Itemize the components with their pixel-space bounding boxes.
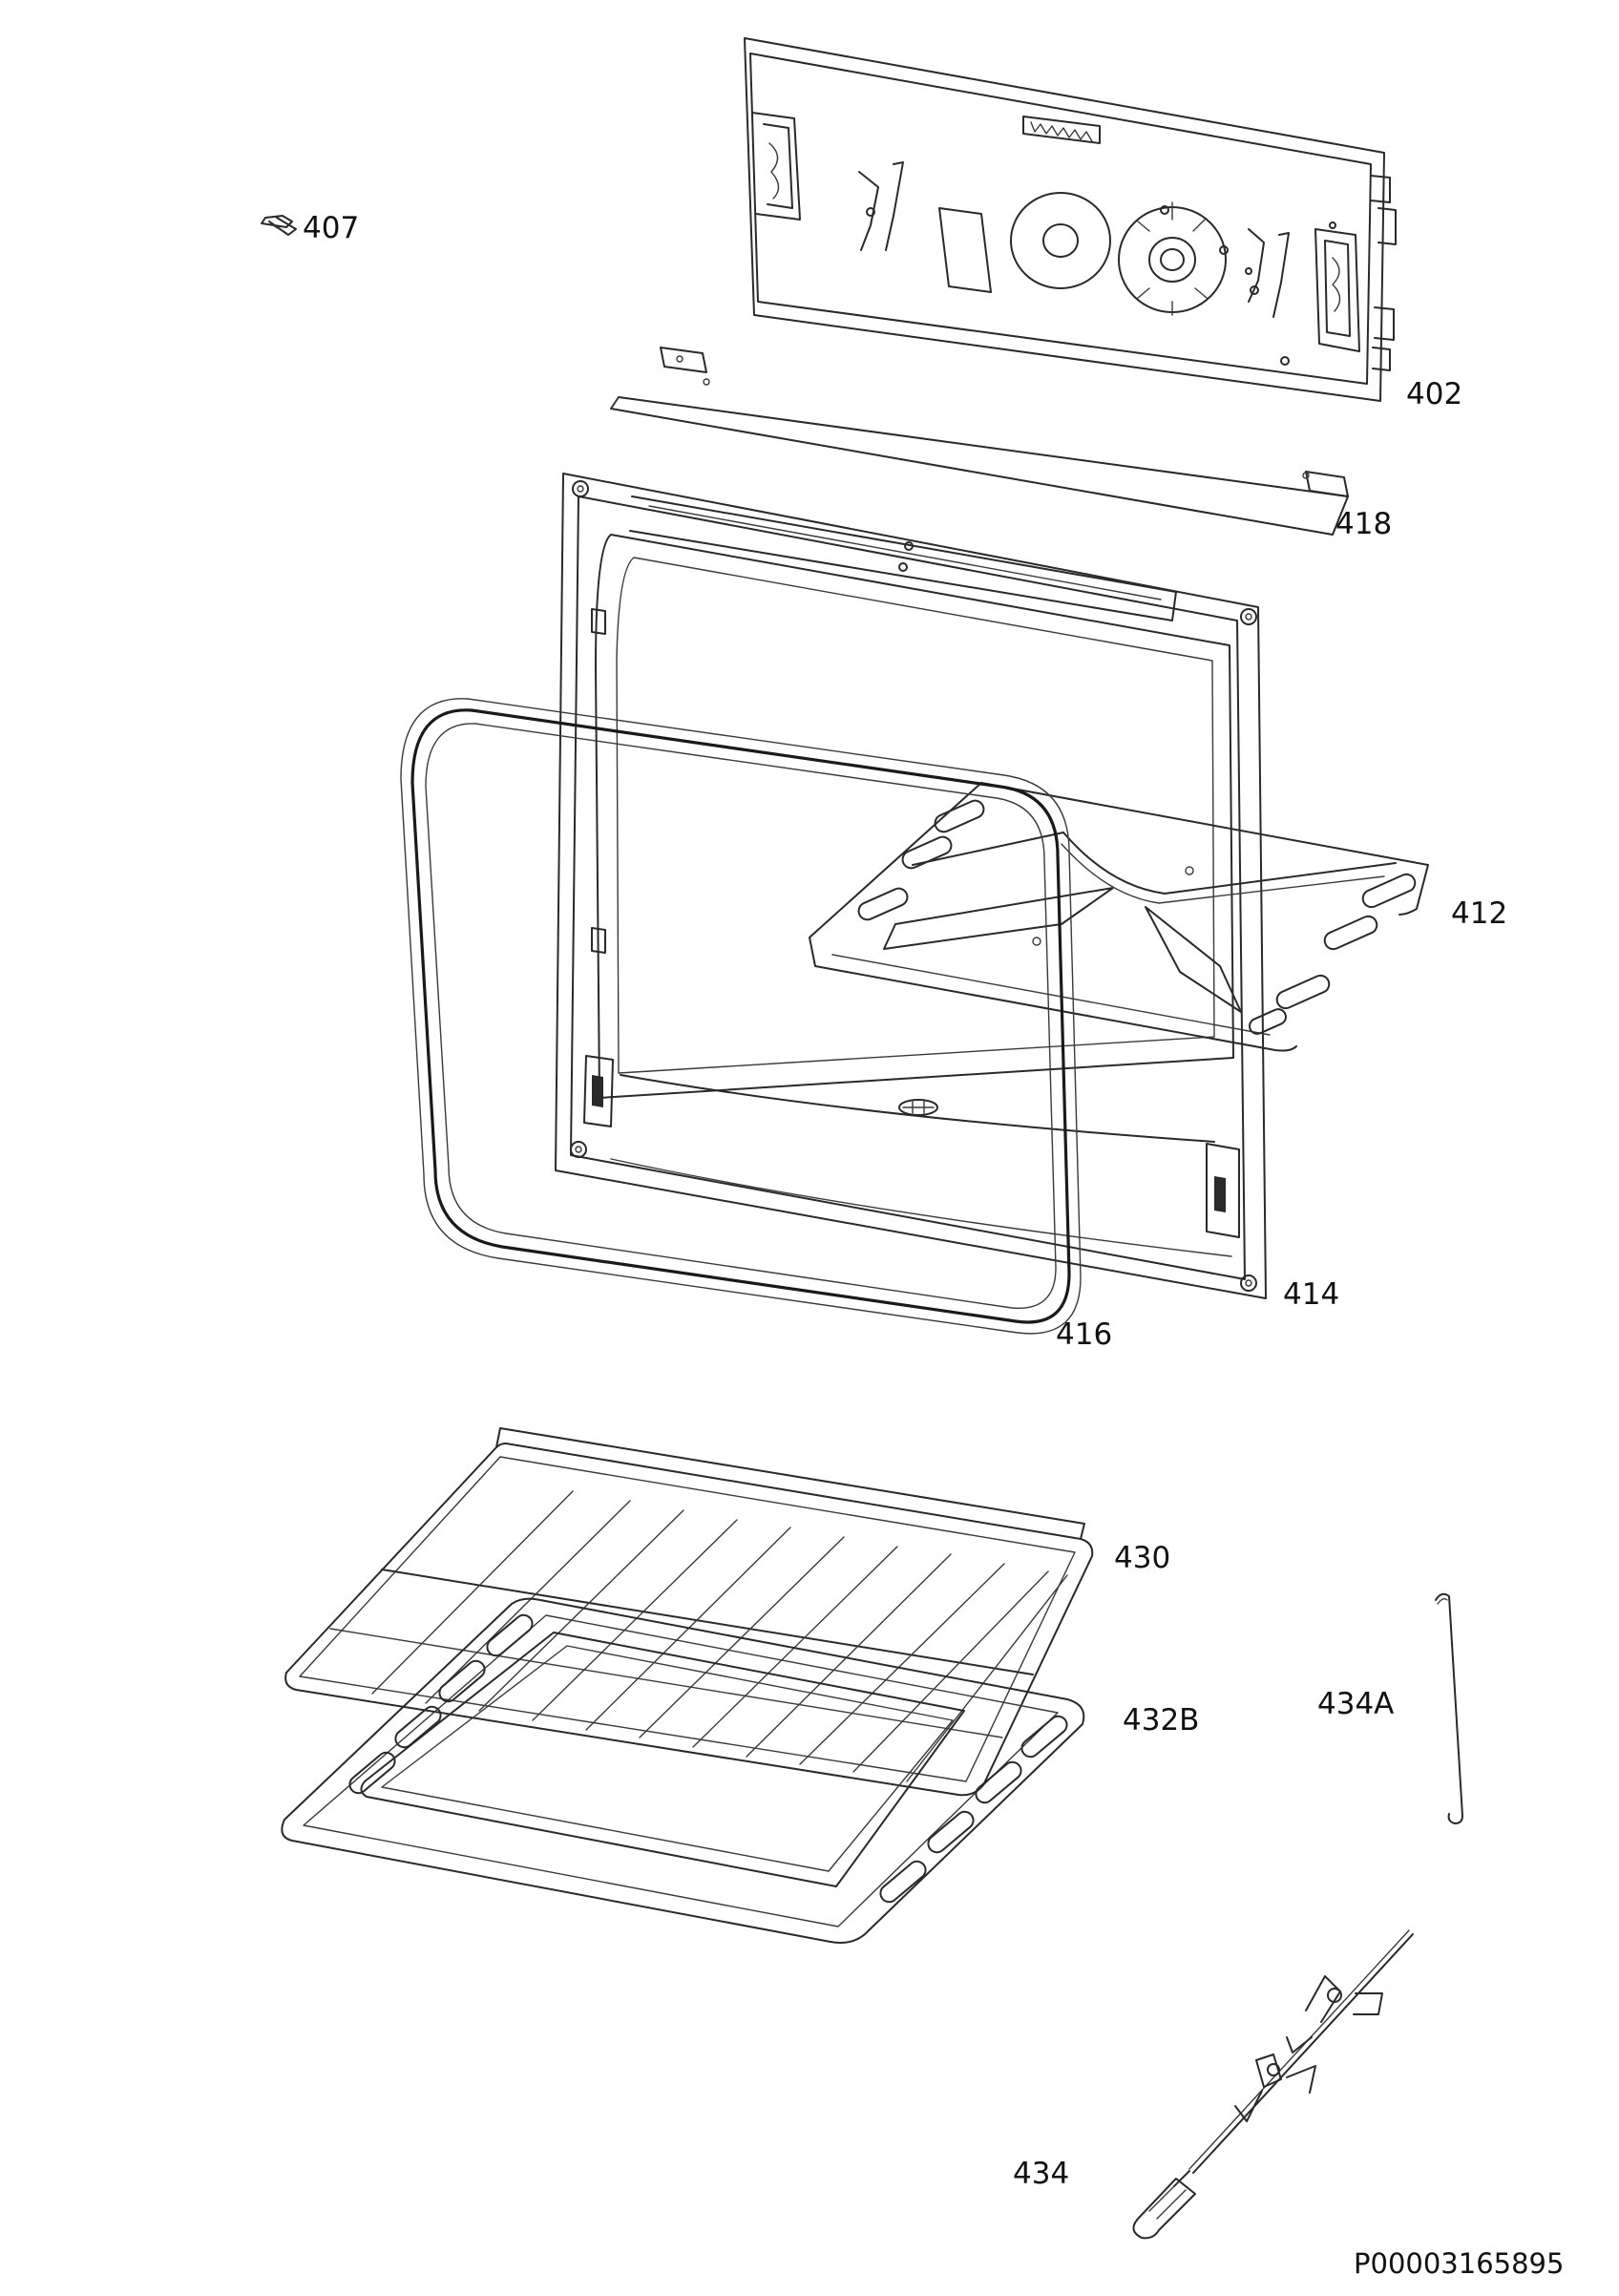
part-430-wire-shelf — [284, 1427, 1094, 1797]
label-434: 434 — [1013, 2157, 1070, 2191]
label-434A: 434A — [1317, 1687, 1395, 1721]
part-434-rotisserie-spit — [1132, 1929, 1414, 2240]
part-414-cavity-frame — [555, 473, 1267, 1299]
label-430: 430 — [1114, 1541, 1171, 1575]
label-414: 414 — [1283, 1277, 1340, 1312]
label-402: 402 — [1406, 377, 1463, 411]
part-418-deflector — [610, 347, 1349, 536]
label-416: 416 — [1056, 1317, 1113, 1352]
label-418: 418 — [1335, 507, 1393, 541]
part-402-rear-panel — [744, 37, 1397, 402]
document-id: P00003165895 — [1354, 2247, 1565, 2280]
label-407: 407 — [303, 211, 360, 245]
part-412-bottom-plate — [809, 782, 1429, 1052]
part-432B-baking-tray — [281, 1597, 1085, 1944]
part-416-gasket — [400, 698, 1082, 1335]
part-434A-rod — [1435, 1592, 1463, 1824]
label-412: 412 — [1451, 896, 1508, 931]
label-432B: 432B — [1123, 1703, 1200, 1738]
part-407-clip — [261, 215, 297, 236]
